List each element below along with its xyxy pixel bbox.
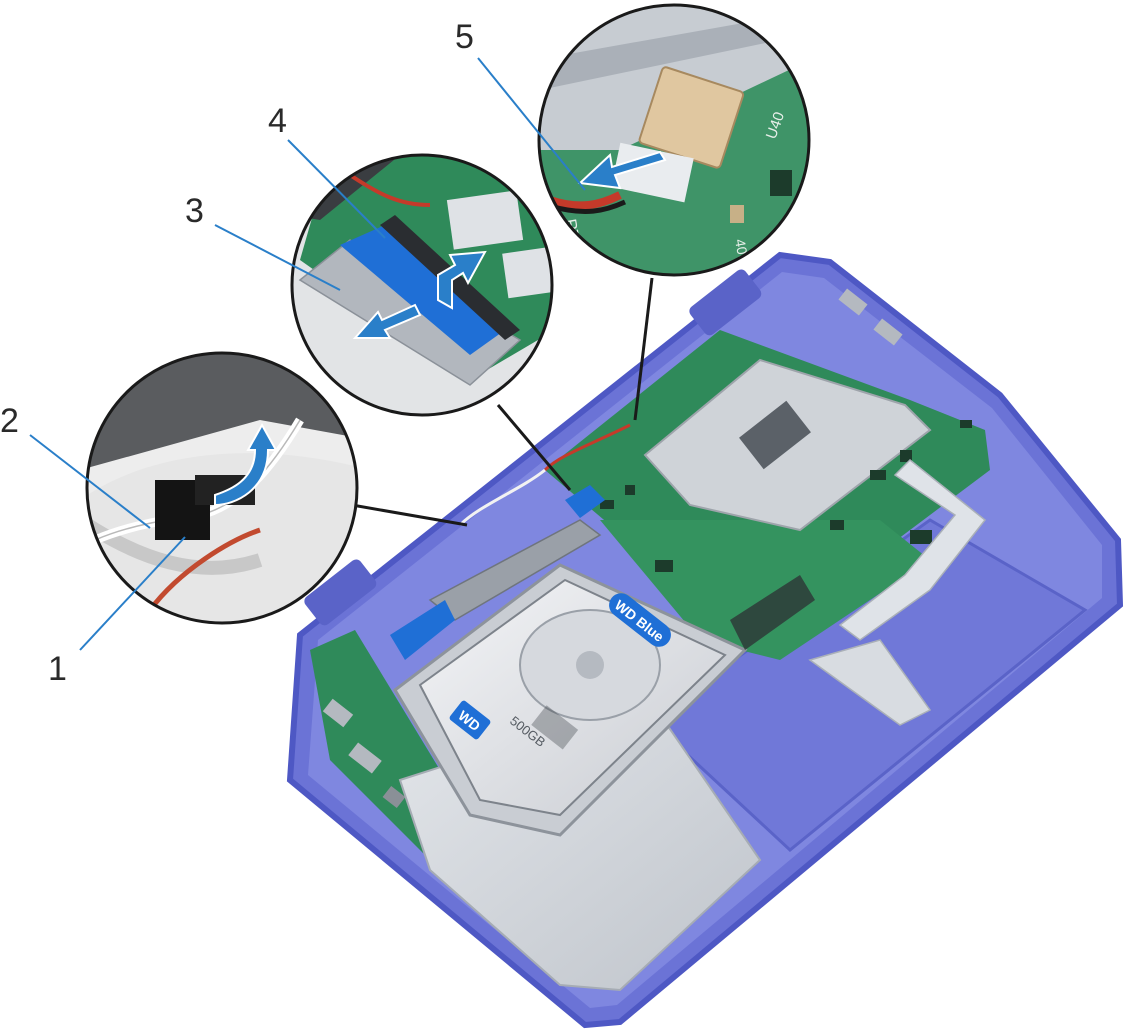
callout-pointer-3 — [214, 224, 341, 291]
rtc-cable-zoom — [548, 191, 622, 210]
motherboard — [545, 288, 990, 660]
arrow-up-icon — [437, 250, 487, 310]
callout-pointer-5 — [477, 57, 586, 191]
callout-4: 4 — [268, 102, 287, 140]
callout-2: 2 — [0, 402, 19, 440]
board-pcb-lower — [600, 520, 930, 660]
leader-line-circle-3 — [633, 277, 654, 421]
antenna-cable — [458, 468, 546, 527]
usb-port-right — [838, 288, 868, 316]
leader-lines — [351, 277, 654, 527]
arrow-disconnect-icon — [577, 150, 667, 190]
callout-3: 3 — [185, 192, 204, 230]
left-hinge — [304, 559, 377, 626]
audio-jack-left — [382, 785, 406, 809]
callout-1: 1 — [48, 650, 67, 688]
hard-drive: WD Blue WD 500GB — [393, 563, 748, 837]
callout-pointer-2 — [29, 434, 151, 529]
zoom-detail-io-cable — [290, 153, 554, 417]
arrow-pull-left-icon — [352, 303, 422, 339]
callout-5: 5 — [455, 18, 474, 56]
zoom-detail-antenna — [85, 351, 359, 625]
callout-pointer-1 — [79, 536, 186, 651]
board-components — [600, 420, 972, 572]
flat-cables — [390, 458, 987, 726]
callout-pointers — [29, 57, 586, 651]
sd-slot-left — [348, 742, 382, 774]
usb-port-left — [322, 698, 354, 728]
callout-pointer-4 — [287, 139, 386, 239]
io-cable-blue-tab — [340, 225, 505, 355]
zoom-detail-rtc: RTC U40 4006 — [537, 3, 811, 277]
hdd-barcode — [531, 705, 579, 750]
shield-pad — [739, 400, 811, 470]
leader-line-circle-2 — [496, 404, 572, 491]
hdmi-port-right — [873, 318, 903, 346]
right-hinge — [689, 269, 762, 336]
callout-labels: 1 2 3 4 5 — [0, 18, 474, 688]
leader-line-circle-1 — [351, 503, 468, 527]
arrow-lift-icon — [214, 422, 278, 507]
hdd-spindle — [576, 651, 604, 679]
